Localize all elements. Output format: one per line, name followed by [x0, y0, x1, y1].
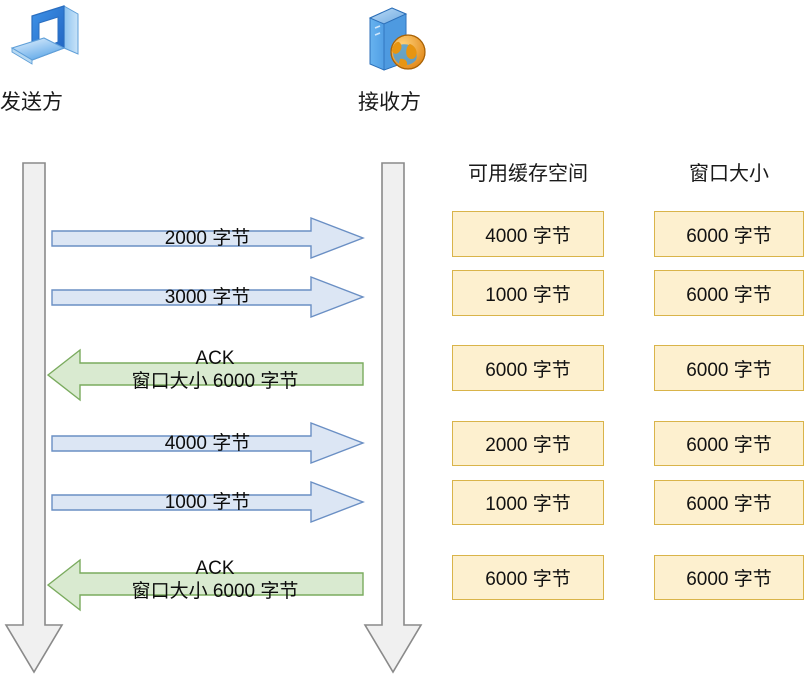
server-globe-icon — [368, 7, 426, 71]
window-box-6: 6000 字节 — [654, 555, 804, 600]
window-box-1: 6000 字节 — [654, 211, 804, 257]
message-arrow-6 — [46, 558, 364, 612]
buffer-box-1: 4000 字节 — [452, 211, 604, 257]
receiver-timeline-arrow — [363, 162, 423, 674]
buffer-box-2: 1000 字节 — [452, 270, 604, 316]
sender-label: 发送方 — [0, 91, 63, 114]
buffer-box-5: 1000 字节 — [452, 480, 604, 525]
buffer-box-6: 6000 字节 — [452, 555, 604, 600]
window-box-3: 6000 字节 — [654, 345, 804, 391]
message-arrow-3 — [46, 348, 364, 402]
column-header-window: 窗口大小 — [689, 163, 769, 185]
message-arrow-4 — [51, 421, 365, 465]
column-header-buffer: 可用缓存空间 — [468, 163, 588, 185]
window-box-5: 6000 字节 — [654, 480, 804, 525]
laptop-icon — [10, 5, 79, 65]
message-arrow-1 — [51, 216, 365, 260]
buffer-box-4: 2000 字节 — [452, 421, 604, 466]
receiver-label: 接收方 — [358, 91, 421, 114]
sender-timeline-arrow — [4, 162, 64, 674]
message-arrow-2 — [51, 275, 365, 319]
buffer-box-3: 6000 字节 — [452, 345, 604, 391]
window-box-2: 6000 字节 — [654, 270, 804, 316]
window-box-4: 6000 字节 — [654, 421, 804, 466]
message-arrow-5 — [51, 480, 365, 524]
